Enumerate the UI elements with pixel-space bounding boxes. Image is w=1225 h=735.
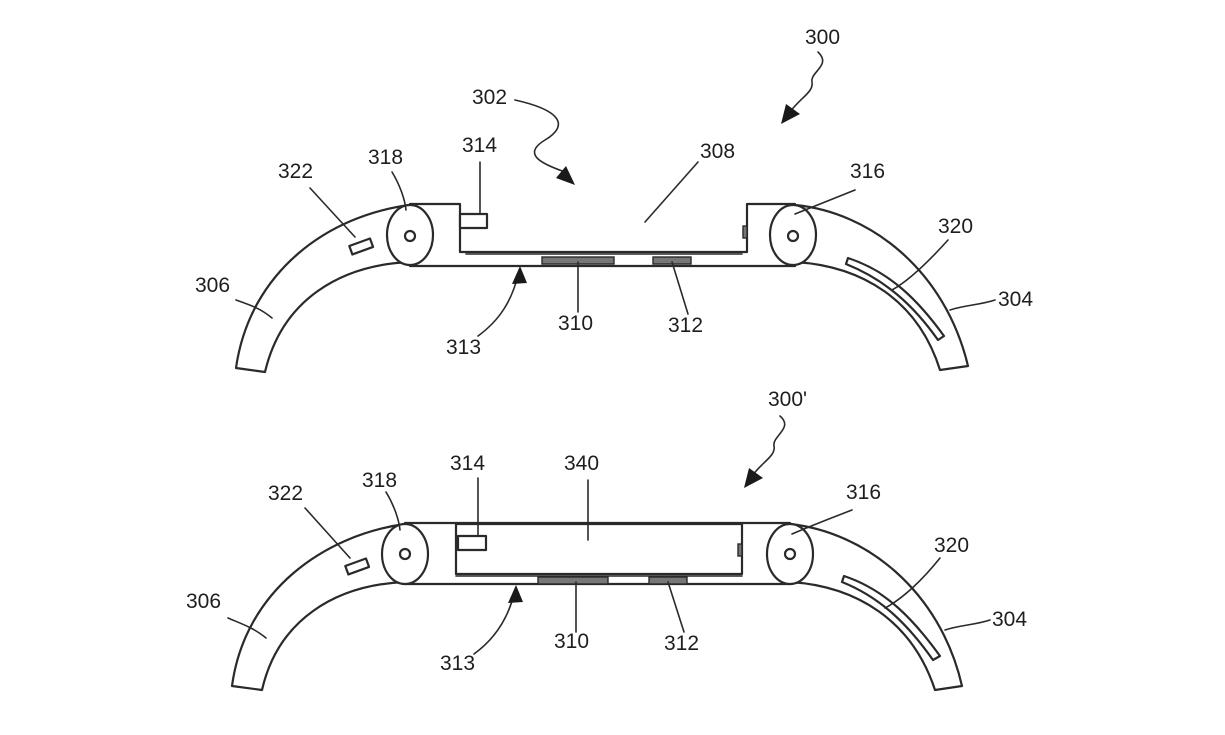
label-320-b: 320: [934, 534, 969, 557]
label-312-b: 312: [664, 632, 699, 655]
label-313-b: 313: [440, 652, 475, 675]
sensor-322-b: [344, 557, 371, 576]
label-306-b: 306: [186, 590, 221, 613]
label-320: 320: [938, 215, 973, 238]
left-band-306: [234, 203, 412, 374]
leader-304-b: [944, 619, 991, 631]
leader-322: [309, 187, 356, 238]
arrow-302-head: [556, 166, 575, 185]
label-313: 313: [446, 336, 481, 359]
leader-320-b: [884, 557, 941, 609]
hinge-pin-316: [786, 229, 800, 243]
label-318: 318: [368, 146, 403, 169]
leader-316-b: [791, 509, 853, 535]
arrow-313-head-b: [508, 585, 523, 603]
leader-304: [949, 299, 996, 311]
label-304: 304: [998, 288, 1033, 311]
module-340: [454, 522, 744, 576]
label-316: 316: [850, 160, 885, 183]
slot-320-b: [840, 574, 942, 662]
leader-318-b: [385, 491, 401, 531]
hinge-pin-318-b: [398, 547, 412, 561]
right-tab: [742, 225, 748, 239]
arrow-313-head: [512, 266, 527, 284]
pad-310-b: [537, 576, 609, 585]
hinge-pin-316-b: [783, 547, 797, 561]
connector-314-b: [456, 534, 488, 552]
leader-318: [391, 171, 407, 211]
right-tab-b: [737, 543, 743, 557]
connector-314: [458, 212, 489, 230]
label-314-b: 314: [450, 452, 485, 475]
label-300: 300: [805, 26, 840, 49]
arrow-300p-head: [744, 468, 763, 488]
label-312: 312: [668, 314, 703, 337]
leader-308: [644, 161, 699, 223]
hinge-pin-318: [403, 229, 417, 243]
leader-306-b: [227, 617, 267, 639]
right-band-304-b: [788, 522, 964, 692]
label-310: 310: [558, 312, 593, 335]
leader-320: [891, 239, 949, 291]
label-308: 308: [700, 140, 735, 163]
label-310-b: 310: [554, 630, 589, 653]
label-306: 306: [195, 274, 230, 297]
sensor-322: [348, 237, 375, 256]
label-300p: 300': [768, 388, 807, 411]
leader-316: [794, 189, 856, 215]
label-318-b: 318: [362, 469, 397, 492]
label-316-b: 316: [846, 481, 881, 504]
device-300: 300 302 314 318 322 308 316 320 304 306 …: [195, 26, 1033, 374]
label-304-b: 304: [992, 608, 1027, 631]
leader-322-b: [304, 507, 351, 559]
label-302: 302: [472, 86, 507, 109]
squiggle-300p: [751, 415, 786, 477]
leader-306: [235, 299, 273, 319]
device-300-prime: 300' 314 340 318 322 316 320 304 306 310…: [186, 388, 1027, 692]
arrow-313-line: [477, 274, 519, 337]
squiggle-302: [514, 99, 566, 173]
arrow-300-head: [781, 104, 800, 124]
label-322-b: 322: [268, 482, 303, 505]
squiggle-300: [789, 51, 824, 113]
leader-312-b: [667, 581, 685, 633]
label-314: 314: [462, 134, 497, 157]
slot-320: [844, 256, 946, 342]
label-340: 340: [564, 452, 599, 475]
left-band-306-b: [230, 522, 407, 692]
leader-312: [671, 261, 689, 315]
right-band-304: [793, 203, 970, 372]
label-322: 322: [278, 160, 313, 183]
